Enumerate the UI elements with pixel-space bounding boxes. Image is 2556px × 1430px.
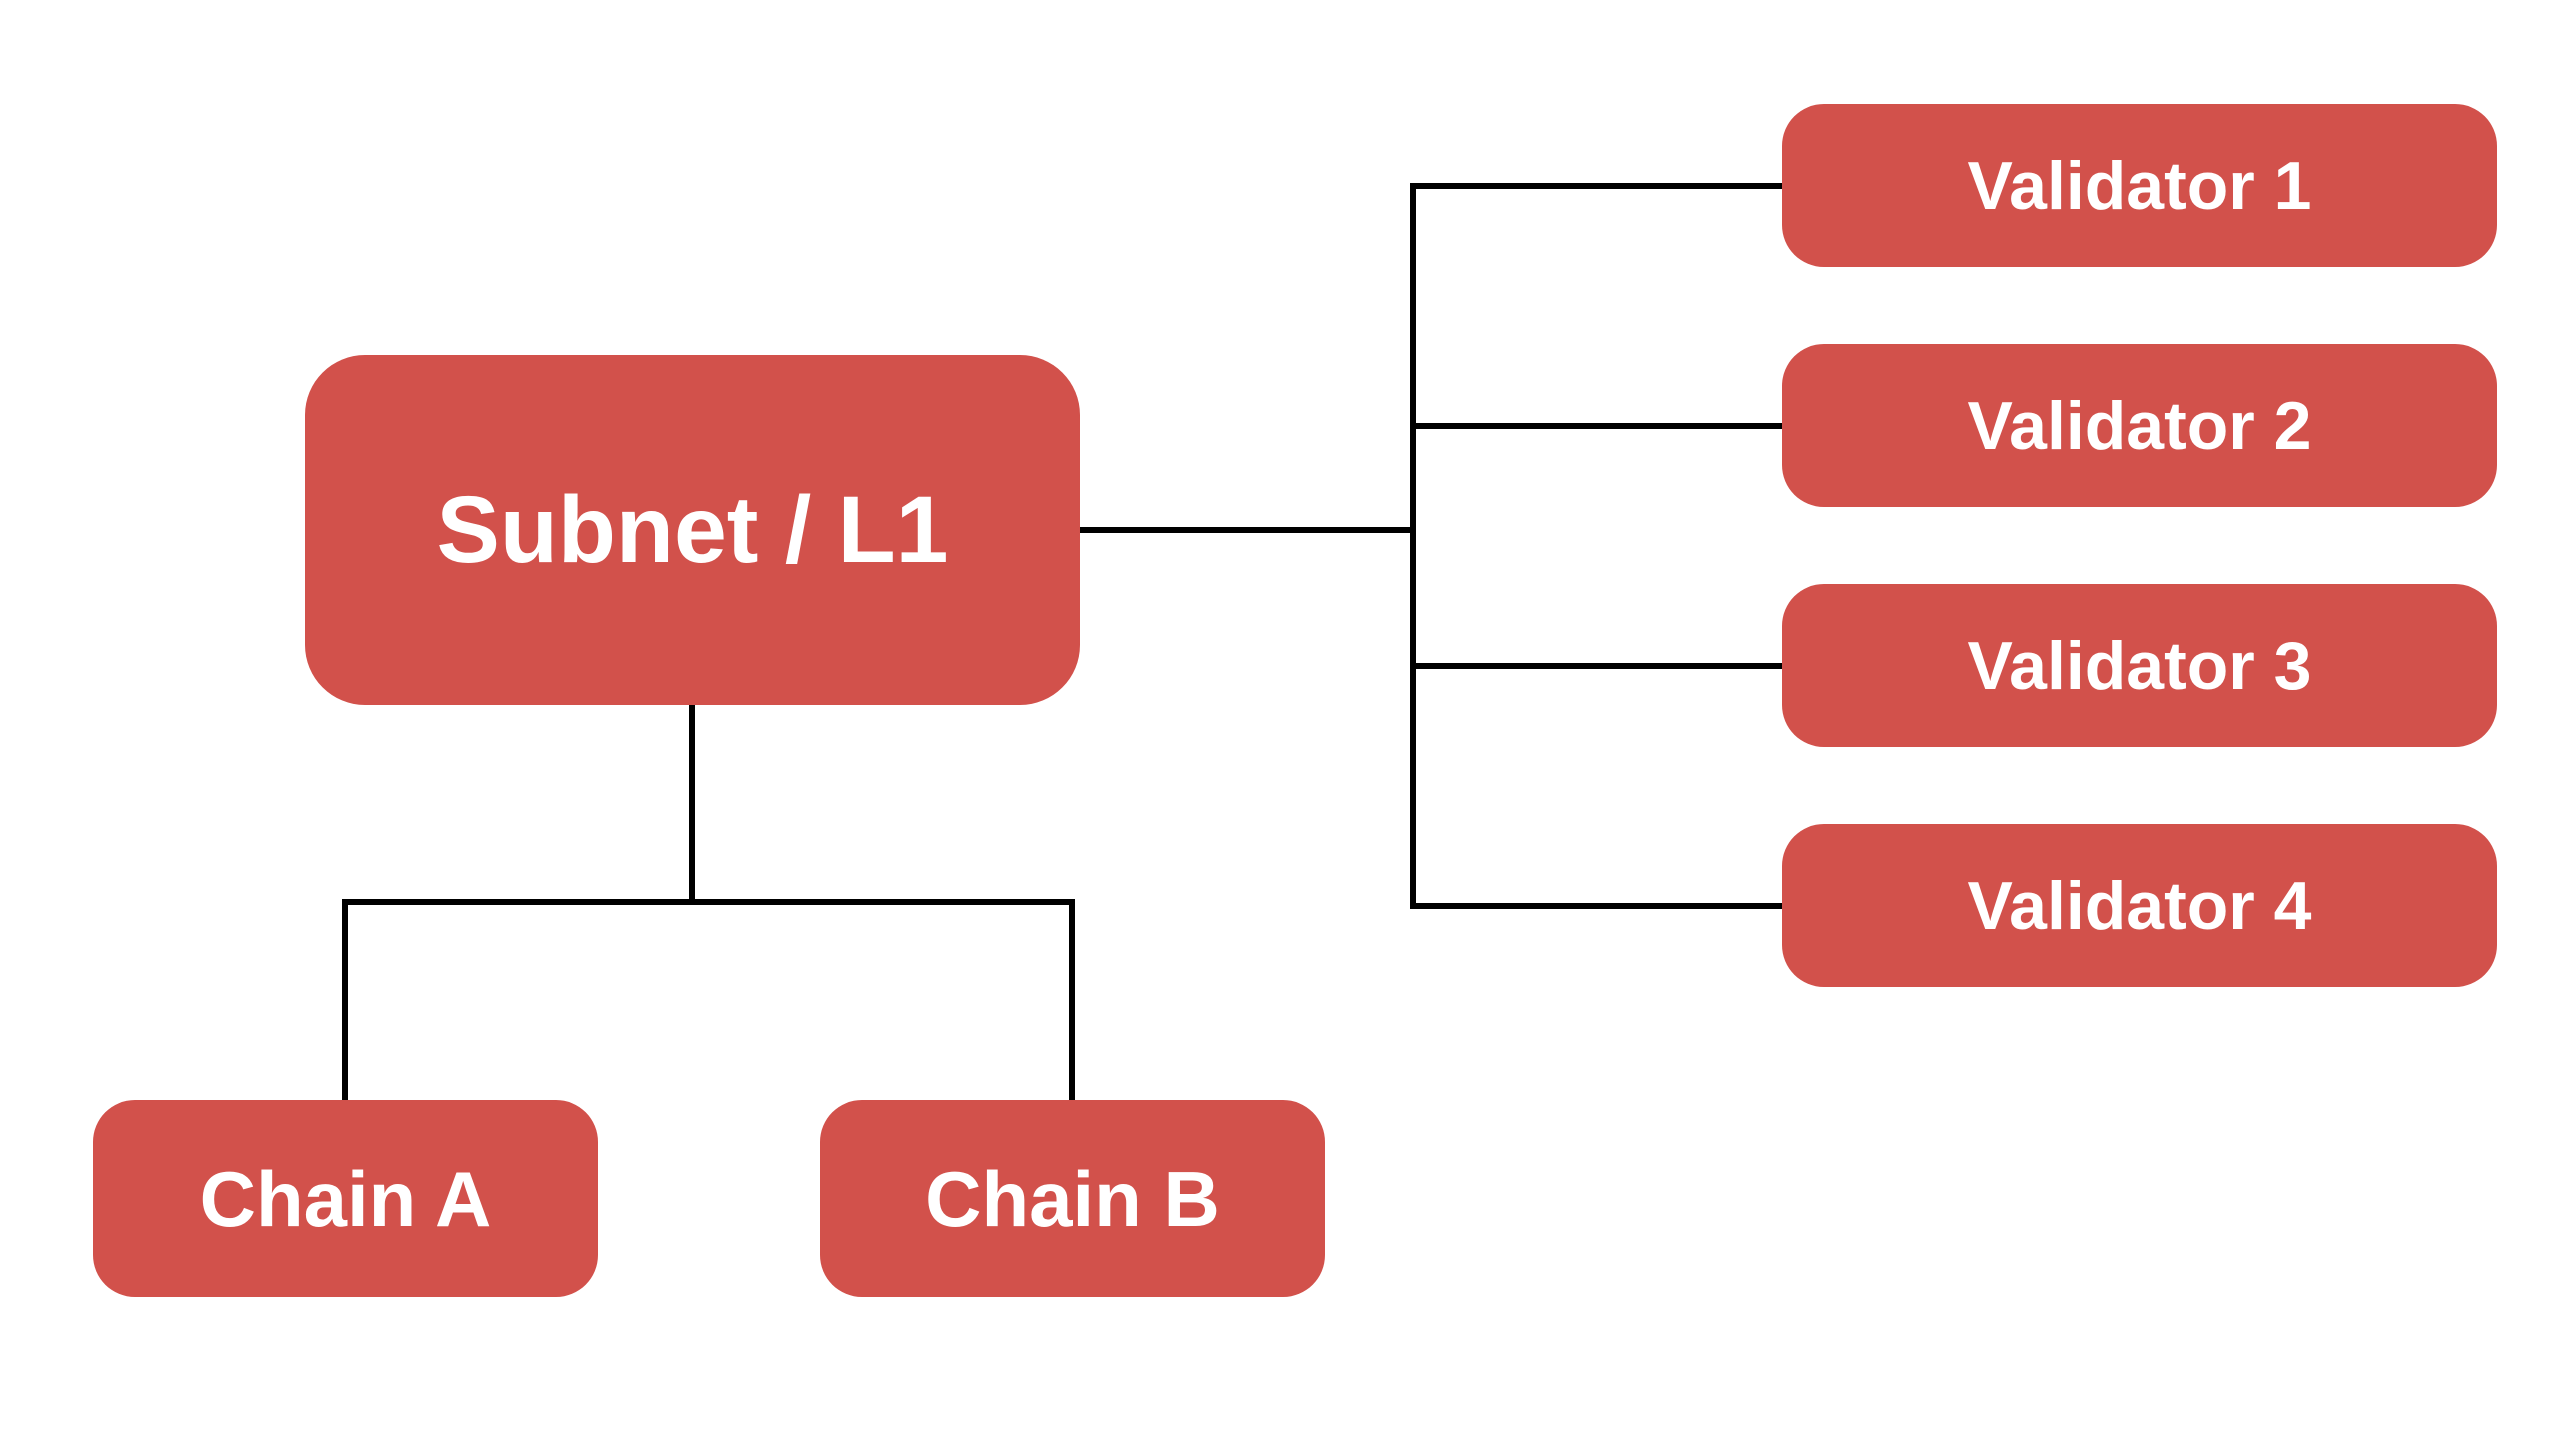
node-chain-b-label: Chain B — [925, 1154, 1220, 1243]
node-validator-2-label: Validator 2 — [1967, 387, 2312, 464]
node-subnet-l1: Subnet / L1 — [305, 355, 1080, 705]
node-subnet-l1-label: Subnet / L1 — [436, 476, 949, 583]
node-validator-1: Validator 1 — [1782, 104, 2497, 267]
node-chain-a-label: Chain A — [199, 1154, 492, 1243]
node-validator-1-label: Validator 1 — [1967, 147, 2312, 224]
node-chain-a: Chain A — [93, 1100, 598, 1297]
node-validator-4-label: Validator 4 — [1967, 867, 2312, 944]
node-validator-4: Validator 4 — [1782, 824, 2497, 987]
node-chain-b: Chain B — [820, 1100, 1325, 1297]
node-validator-3: Validator 3 — [1782, 584, 2497, 747]
node-validator-2: Validator 2 — [1782, 344, 2497, 507]
node-validator-3-label: Validator 3 — [1967, 627, 2312, 704]
